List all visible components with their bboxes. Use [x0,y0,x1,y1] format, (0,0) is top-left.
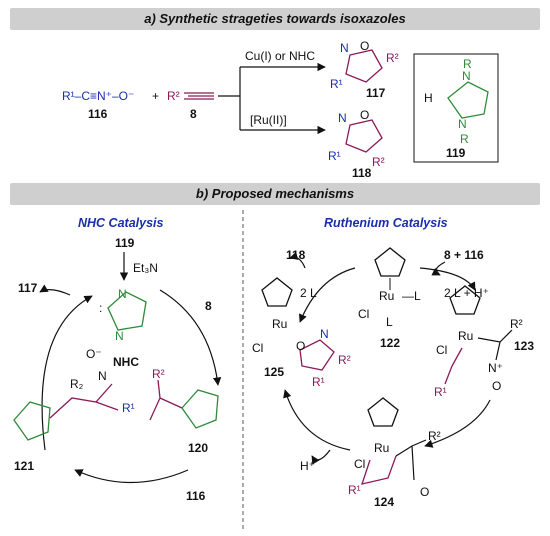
svg-text:N: N [118,287,127,301]
nhc-heading: NHC Catalysis [78,216,163,230]
svg-text:R²: R² [428,429,441,443]
svg-text:O: O [360,39,369,53]
svg-text:N: N [98,369,107,383]
nhc-119: 119 [115,236,135,250]
ru-124: 124 [374,495,394,509]
svg-text:R: R [463,57,472,71]
ru-123: 123 [514,339,534,353]
svg-text::: : [99,301,102,315]
svg-text:O: O [296,339,305,353]
section-a-banner: a) Synthetic strageties towards isoxazol… [10,8,540,30]
svg-text:Cl: Cl [358,307,369,321]
complex-123: Ru Cl R² N⁺ O R¹ 123 [434,285,534,399]
intermediate-120: R² 120 [149,367,219,455]
ru-118: 118 [286,248,306,262]
svg-text:N⁺: N⁺ [488,361,503,375]
ru-125: 125 [264,365,284,379]
complex-124: Ru Cl R² O R¹ 124 [348,397,441,509]
svg-text:Cl: Cl [436,343,447,357]
svg-text:Cl: Cl [354,457,365,471]
svg-text:N: N [340,41,349,55]
svg-text:R¹: R¹ [328,149,341,163]
svg-text:O⁻: O⁻ [86,347,102,361]
nhc-8: 8 [205,299,212,313]
section-b-title: b) Proposed mechanisms [195,186,355,201]
svg-text:H: H [424,91,433,105]
isoxazole-117: N O R¹ R² 117 [330,39,399,100]
nhc-121: 121 [14,459,34,473]
ru-two-l-left: 2 L [300,286,317,300]
nhc-119-box: N N H R R 119 [413,53,499,163]
svg-text:R²: R² [338,353,351,367]
svg-text:R²: R² [372,155,385,169]
svg-text:N: N [115,329,124,343]
ru-h-plus: H⁺ [300,459,315,473]
compound-118-label: 118 [352,166,372,180]
nhc-cycle: NHC Catalysis 119 Et₃N : N N NHC 117 8 R… [13,216,222,503]
nhc-120: 120 [188,441,208,455]
svg-text:R¹: R¹ [122,401,135,415]
svg-text:O: O [492,379,501,393]
svg-text:Ru: Ru [379,289,394,303]
nitrile-oxide: R¹–C≡N⁺–O⁻ [62,89,134,103]
svg-text:R²: R² [510,317,523,331]
compound-8-label: 8 [190,107,197,121]
compound-119-label: 119 [446,146,466,160]
complex-125: Ru Cl O N R² R¹ 125 [252,277,351,389]
complex-122: Ru —L Cl L 122 [358,247,421,350]
section-b-banner: b) Proposed mechanisms [10,183,540,205]
intermediate-121: R₂ N O⁻ R¹ 121 [13,347,135,473]
ru-heading: Ruthenium Catalysis [324,216,448,230]
svg-text:R₂: R₂ [70,377,84,391]
condition-cu-nhc: Cu(I) or NHC [245,49,315,63]
svg-text:Ru: Ru [374,441,389,455]
svg-text:N: N [462,69,471,83]
svg-text:Cl: Cl [252,341,263,355]
svg-text:R¹: R¹ [434,385,447,399]
svg-text:N: N [458,117,467,131]
svg-text:R²: R² [152,367,165,381]
plus-sign: + [152,89,159,103]
nhc-116: 116 [186,489,206,503]
svg-text:R¹: R¹ [312,375,325,389]
svg-text:N: N [338,111,347,125]
isoxazole-118: N O R¹ R² 118 [328,108,385,180]
compound-116-label: 116 [88,107,108,121]
svg-text:R²: R² [386,51,399,65]
ru-cycle: Ruthenium Catalysis 118 8 + 116 2 L 2 L … [252,216,534,509]
svg-text:—L: —L [402,289,421,303]
svg-text:O: O [360,108,369,122]
svg-text:N: N [320,327,329,341]
ru-122: 122 [380,336,400,350]
svg-text:O: O [420,485,429,499]
alkyne-r2: R² [167,89,180,103]
svg-text:R¹: R¹ [330,77,343,91]
nhc-label: NHC [113,355,139,369]
ru-in-top: 8 + 116 [444,248,484,262]
svg-text:Ru: Ru [458,329,473,343]
part-a: R¹–C≡N⁺–O⁻ 116 + R² 8 Cu(I) or NHC [Ru(I… [62,39,499,180]
section-a-title: a) Synthetic strageties towards isoxazol… [144,11,406,26]
nhc-117: 117 [18,281,38,295]
compound-117-label: 117 [366,86,386,100]
nhc-reagent: Et₃N [133,261,158,275]
svg-text:R¹: R¹ [348,483,361,497]
svg-text:Ru: Ru [272,317,287,331]
condition-ru: [Ru(II)] [250,113,287,127]
svg-text:R: R [460,132,469,146]
svg-text:L: L [386,315,393,329]
